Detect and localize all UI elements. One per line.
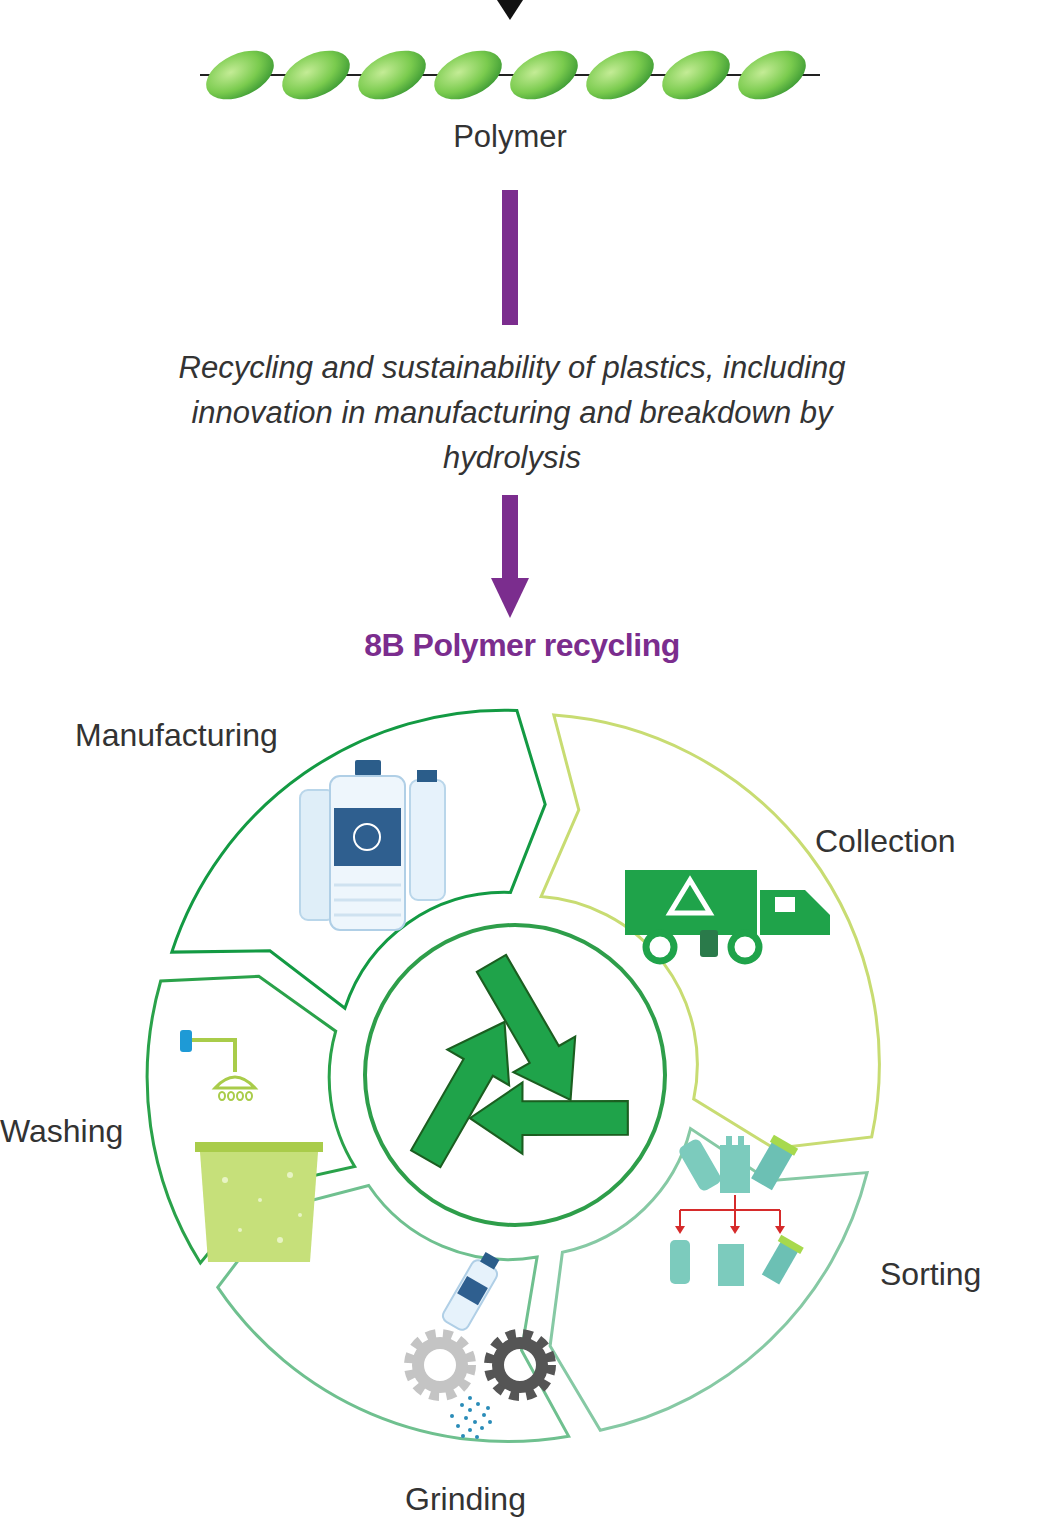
incoming-arrowhead: [0, 0, 1044, 30]
collection-segment: Collection: [540, 700, 970, 1090]
node-outline: [195, 40, 825, 190]
manufacturing-segment: Manufacturing: [60, 705, 600, 965]
node-label: Collection: [815, 822, 985, 860]
node-outline: [540, 700, 970, 1090]
arrow-head: [491, 578, 529, 618]
grinding-segment: Grinding: [290, 1290, 760, 1525]
section-heading: 8B Polymer recycling: [222, 626, 822, 664]
node-label: Manufacturing: [75, 716, 335, 754]
node-label: Polymer: [195, 118, 825, 155]
sorting-segment: Sorting: [600, 990, 1020, 1420]
node-label: Washing: [0, 1112, 140, 1150]
arrow-shaft: [502, 190, 518, 580]
node-label: Sorting: [880, 1255, 1020, 1293]
node-outline: [0, 990, 440, 1410]
node-outline: [600, 990, 1020, 1420]
washing-segment: Washing: [0, 990, 440, 1410]
polymer-chain: Polymer: [195, 40, 825, 190]
node-label: Grinding: [405, 1480, 585, 1518]
flow-arrow: [491, 190, 529, 618]
edge-label: Recycling and sustainability of plastics…: [152, 345, 872, 480]
recycling-wheel: 8B Polymer recyclingManufacturingCollect…: [0, 618, 1044, 1529]
